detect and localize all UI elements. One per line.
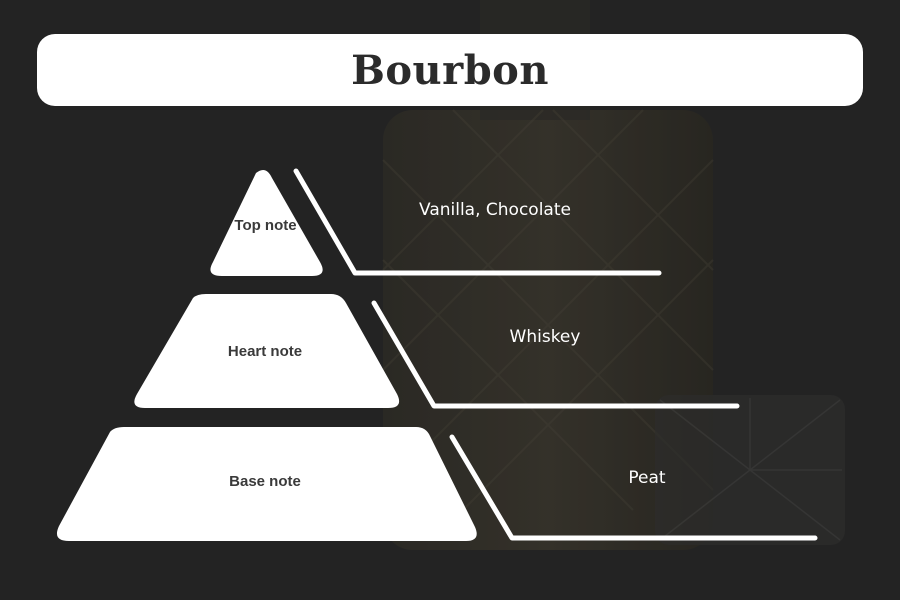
- heart-note-label: Heart note: [227, 343, 303, 360]
- heart-leader-line: [371, 300, 740, 409]
- stopper-shape: [655, 395, 845, 545]
- pyramid-bottom-tier: [56, 427, 477, 541]
- pyramid-middle-tier: [134, 294, 400, 408]
- base-note-label: Base note: [229, 473, 301, 490]
- top-leader-line: [293, 168, 662, 276]
- heart-note-value: Whiskey: [509, 327, 581, 347]
- title-panel: Bourbon: [37, 34, 863, 106]
- leader-lines: [293, 168, 818, 541]
- base-leader-line: [449, 434, 818, 541]
- page-title: Bourbon: [351, 46, 549, 94]
- decanter-shape: [383, 110, 713, 550]
- pyramid-top-tier: [210, 169, 323, 276]
- base-note-value: Peat: [628, 468, 666, 488]
- top-note-label: Top note: [234, 217, 297, 234]
- top-note-value: Vanilla, Chocolate: [419, 200, 571, 220]
- pyramid: [56, 169, 477, 541]
